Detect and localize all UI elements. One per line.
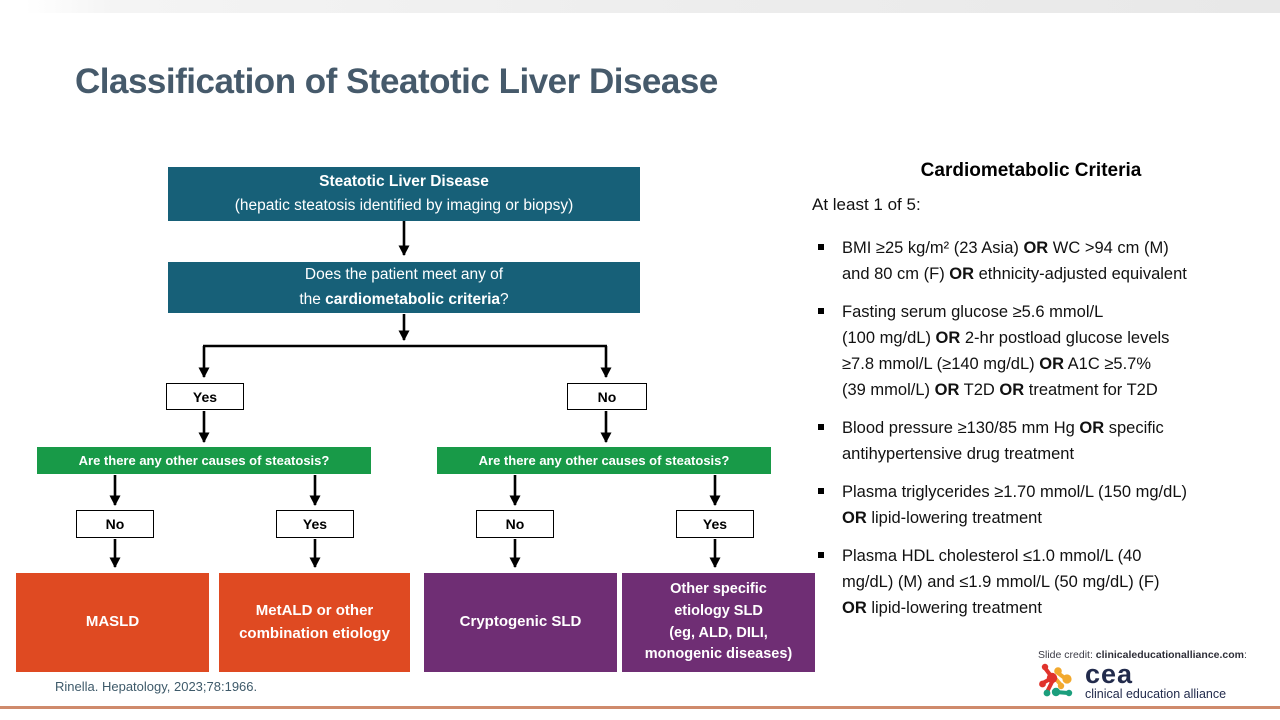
flow-box-steatotic-liver-disease: Steatotic Liver Disease (hepatic steatos… (168, 167, 640, 221)
flow-branch-yes: Yes (166, 383, 244, 410)
criteria-intro: At least 1 of 5: (812, 195, 921, 214)
bullet-text: Plasma HDL cholesterol ≤1.0 mmol/L (40 m… (842, 547, 1160, 617)
flow-branch-no: No (567, 383, 647, 410)
bullet-square-icon (818, 308, 824, 314)
cea-logo-mark-icon (1039, 663, 1073, 697)
criteria-bullet-list: BMI ≥25 kg/m² (23 Asia) OR WC >94 cm (M)… (812, 235, 1250, 621)
citation: Rinella. Hepatology, 2023;78:1966. (55, 679, 258, 694)
outcome-metald: MetALD or other combination etiology (219, 573, 410, 672)
flow-box-sld-subtitle: (hepatic steatosis identified by imaging… (234, 197, 574, 214)
bullet-text: Fasting serum glucose ≥5.6 mmol/L (100 m… (842, 303, 1170, 399)
bullet-text: BMI ≥25 kg/m² (23 Asia) OR WC >94 cm (M)… (842, 239, 1187, 283)
slide-credit-line: Slide credit: clinicaleducationalliance.… (1038, 649, 1247, 661)
flow-sub-branch-yes-left: Yes (276, 510, 354, 538)
bullet-square-icon (818, 424, 824, 430)
flow-sub-branch-yes-right: Yes (676, 510, 754, 538)
bullet-square-icon (818, 488, 824, 494)
criteria-bullet-blood-pressure: Blood pressure ≥130/85 mm Hg OR specific… (812, 415, 1250, 467)
bullet-square-icon (818, 244, 824, 250)
flowchart-arrows (109, 221, 721, 568)
cea-logo: cea clinical education alliance (1038, 658, 1227, 701)
slide-title: Classification of Steatotic Liver Diseas… (75, 62, 718, 101)
criteria-bullet-hdl: Plasma HDL cholesterol ≤1.0 mmol/L (40 m… (812, 543, 1250, 621)
flow-sub-branch-no-right: No (476, 510, 554, 538)
flow-box-sld-title: Steatotic Liver Disease (319, 172, 489, 190)
cea-tagline: clinical education alliance (1085, 686, 1227, 701)
flow-box-cardiometabolic-question: Does the patient meet any of the cardiom… (168, 262, 640, 313)
bullet-square-icon (818, 552, 824, 558)
bottom-accent-line (0, 706, 1280, 709)
outcome-masld: MASLD (16, 573, 209, 672)
criteria-bullet-bmi: BMI ≥25 kg/m² (23 Asia) OR WC >94 cm (M)… (812, 235, 1250, 287)
flow-box-other-causes-right: Are there any other causes of steatosis? (437, 447, 771, 474)
question-line1: Does the patient meet any of (304, 266, 504, 284)
bullet-text: Plasma triglycerides ≥1.70 mmol/L (150 m… (842, 483, 1187, 527)
criteria-bullet-glucose: Fasting serum glucose ≥5.6 mmol/L (100 m… (812, 299, 1250, 403)
criteria-bullet-triglycerides: Plasma triglycerides ≥1.70 mmol/L (150 m… (812, 479, 1250, 531)
flow-box-other-causes-left: Are there any other causes of steatosis? (37, 447, 371, 474)
bullet-text: Blood pressure ≥130/85 mm Hg OR specific… (842, 419, 1164, 463)
top-decoration-bar (0, 0, 1280, 13)
cea-logo-text: cea clinical education alliance (1085, 658, 1227, 701)
criteria-panel: Cardiometabolic Criteria At least 1 of 5… (812, 160, 1250, 633)
question-line2: the cardiometabolic criteria? (299, 290, 509, 308)
slide-credit-prefix: Slide credit: (1038, 649, 1096, 661)
outcome-other-specific-etiology: Other specific etiology SLD (eg, ALD, DI… (622, 573, 815, 672)
cea-wordmark: cea (1085, 658, 1134, 689)
outcome-cryptogenic-sld: Cryptogenic SLD (424, 573, 617, 672)
flow-sub-branch-no-left: No (76, 510, 154, 538)
slide-credit-suffix: : (1244, 649, 1247, 661)
flowchart: Steatotic Liver Disease (hepatic steatos… (16, 167, 815, 672)
criteria-heading: Cardiometabolic Criteria (920, 160, 1142, 181)
slide-credit-site: clinicaleducationalliance.com (1095, 649, 1245, 661)
